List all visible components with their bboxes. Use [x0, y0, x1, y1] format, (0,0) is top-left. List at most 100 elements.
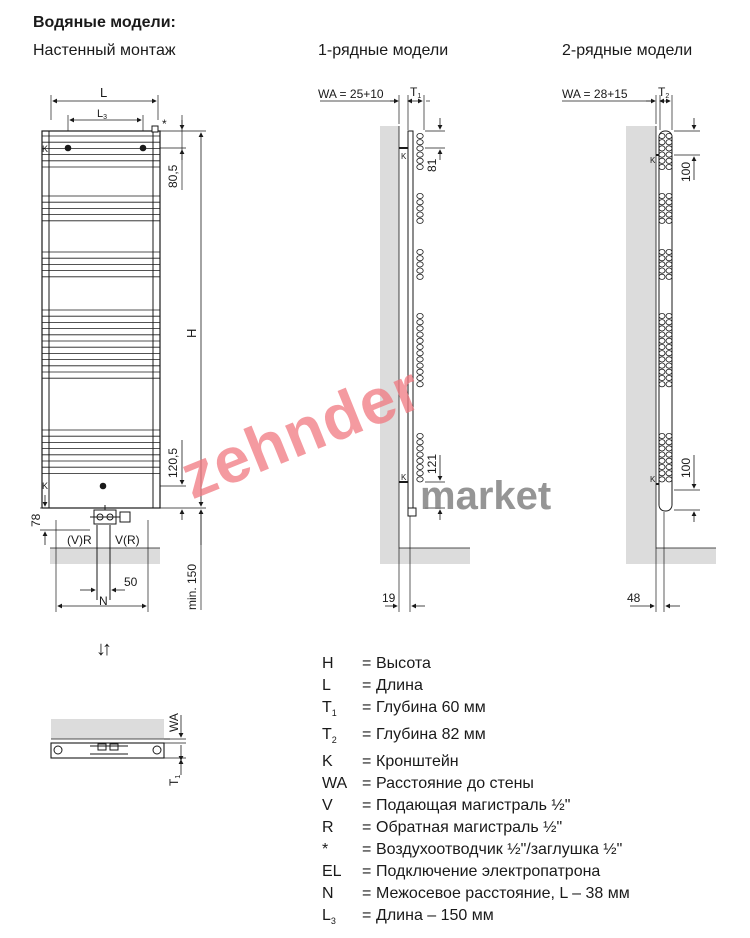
top-wa: WA	[167, 713, 181, 732]
tube-section	[665, 362, 673, 369]
tube-section	[658, 331, 666, 338]
legend-row: T2=Глубина 82 мм	[322, 724, 630, 751]
legend-row: V=Подающая магистраль ½"	[322, 795, 630, 817]
legend-symbol: L3	[322, 907, 336, 927]
tube-section	[665, 331, 673, 338]
dim-N: N	[99, 594, 108, 608]
page-title: Водяные модели:	[33, 14, 176, 31]
tube-section	[416, 139, 424, 146]
tube-section	[658, 145, 666, 152]
tube-section	[665, 261, 673, 268]
tube-section	[658, 381, 666, 388]
front-view	[40, 95, 206, 612]
tube-section	[416, 381, 424, 388]
tube-section	[658, 192, 666, 199]
tube-section	[665, 470, 673, 477]
legend-text: Высота	[376, 655, 431, 672]
tube-section	[658, 267, 666, 274]
one-row-view	[320, 95, 470, 612]
one-row-dim-81: 81	[425, 158, 439, 172]
two-row-k-top: K	[650, 156, 656, 165]
one-row-dim-121: 121	[425, 454, 439, 474]
legend-text: Длина	[376, 677, 423, 694]
tube-section	[416, 157, 424, 164]
dim-78: 78	[29, 513, 43, 527]
tube-section	[658, 325, 666, 332]
one-row-heading: 1-рядные модели	[318, 42, 449, 59]
tube-section	[416, 350, 424, 357]
tube-section	[665, 132, 673, 139]
watermark-suffix: market	[420, 474, 552, 518]
tube-section	[416, 273, 424, 280]
tube-section	[658, 470, 666, 477]
two-row-dim-100-top: 100	[679, 162, 693, 182]
two-row-dim-48: 48	[627, 591, 641, 605]
one-row-k-top: K	[401, 152, 407, 161]
bracket-k-top: K	[42, 144, 48, 154]
tube-section	[416, 470, 424, 477]
tube-section	[416, 261, 424, 268]
dim-80-5: 80,5	[166, 164, 180, 188]
tube-section	[416, 432, 424, 439]
legend-symbol: *	[322, 841, 329, 859]
bracket-k-bottom: K	[42, 481, 48, 491]
tube-section	[416, 362, 424, 369]
tube-section	[416, 319, 424, 326]
top-view	[50, 715, 186, 775]
tube-section	[416, 199, 424, 206]
tube-section	[658, 343, 666, 350]
tube-section	[416, 211, 424, 218]
legend-symbol: R	[322, 819, 334, 837]
tube-section	[665, 199, 673, 206]
tube-section	[658, 163, 666, 170]
one-row-dim-19: 19	[382, 591, 396, 605]
two-row-t2: T2	[658, 85, 669, 100]
tube-section	[665, 343, 673, 350]
legend-symbol: EL	[322, 863, 342, 881]
tube-section	[658, 476, 666, 483]
tube-section	[416, 132, 424, 139]
two-row-dim-100-bottom: 100	[679, 458, 693, 478]
tube-section	[665, 476, 673, 483]
tube-section	[658, 432, 666, 439]
tube-section	[665, 312, 673, 319]
tube-section	[658, 362, 666, 369]
tube-section	[416, 331, 424, 338]
tube-section	[416, 374, 424, 381]
tube-section	[665, 463, 673, 470]
tube-section	[665, 350, 673, 357]
tube-section	[658, 199, 666, 206]
tube-section	[658, 151, 666, 158]
tube-section	[658, 217, 666, 224]
tube-section	[416, 145, 424, 152]
dim-L3: L3	[97, 108, 107, 121]
legend-row: T1=Глубина 60 мм	[322, 697, 630, 724]
tube-section	[658, 139, 666, 146]
tube-section	[658, 463, 666, 470]
tube-section	[416, 192, 424, 199]
legend-row: R=Обратная магистраль ½"	[322, 817, 630, 839]
tube-section	[416, 439, 424, 446]
tube-section	[665, 445, 673, 452]
tube-section	[665, 451, 673, 458]
legend-row: H=Высота	[322, 653, 630, 675]
legend-symbol: K	[322, 753, 333, 771]
tube-section	[658, 319, 666, 326]
legend-text: Глубина 60 мм	[376, 699, 486, 716]
tube-section	[658, 273, 666, 280]
tube-section	[416, 255, 424, 262]
legend-row: *=Воздухоотводчик ½"/заглушка ½"	[322, 839, 630, 861]
tube-section	[665, 205, 673, 212]
tube-section	[416, 368, 424, 375]
dim-min150: min. 150	[185, 564, 199, 610]
tube-section	[658, 337, 666, 344]
tube-section	[665, 267, 673, 274]
tube-section	[665, 457, 673, 464]
tube-section	[416, 445, 424, 452]
legend-text: Воздухоотводчик ½"/заглушка ½"	[376, 841, 623, 859]
tube-section	[658, 356, 666, 363]
tube-section	[665, 192, 673, 199]
tube-section	[658, 255, 666, 262]
